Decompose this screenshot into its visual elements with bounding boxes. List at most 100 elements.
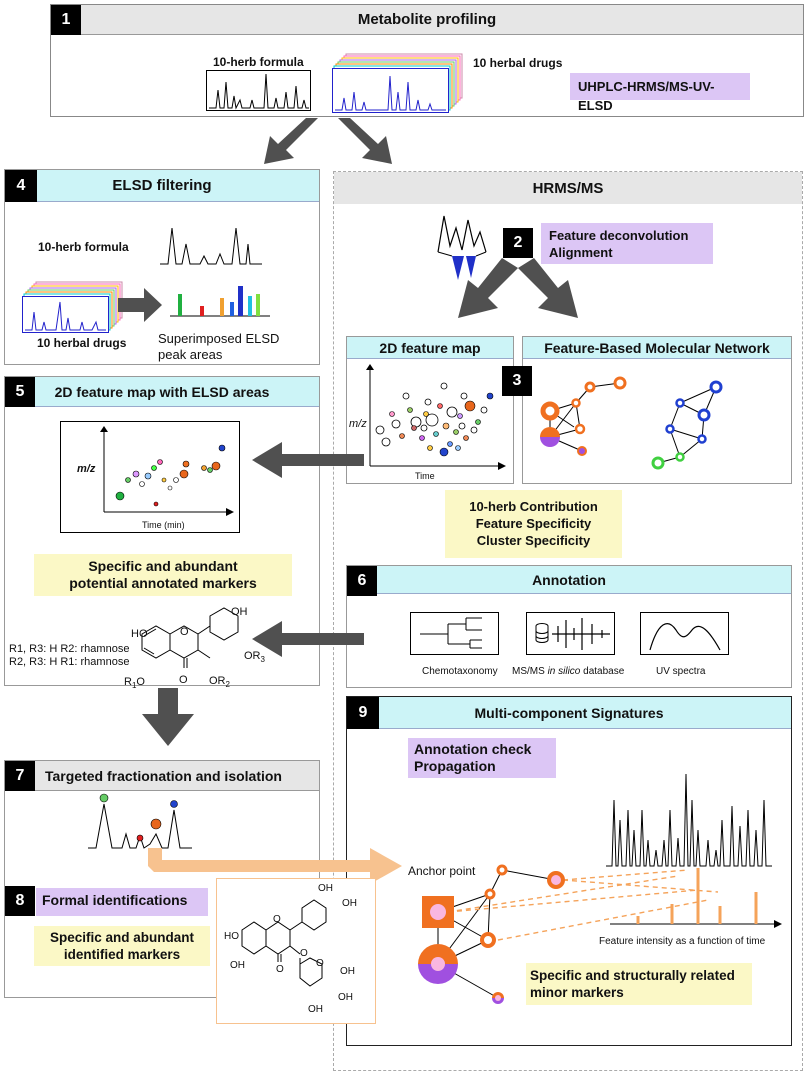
quercetin-oh-s3: OH bbox=[308, 1004, 323, 1015]
section-3-number: 3 bbox=[502, 366, 532, 396]
flavonoid-structure bbox=[141, 607, 239, 668]
msms-label-post: database bbox=[580, 666, 625, 677]
s5-plot-box bbox=[60, 421, 240, 533]
section-1-header: Metabolite profiling bbox=[51, 5, 803, 35]
structure-or2: OR2 bbox=[209, 675, 230, 689]
msms-label-pre: MS/MS bbox=[512, 666, 548, 677]
structure-or3: OR3 bbox=[244, 650, 265, 664]
msms-database-label: MS/MS in silico database bbox=[512, 666, 624, 677]
structure-r1o-o: O bbox=[136, 676, 145, 688]
fbmn-header: Feature-Based Molecular Network bbox=[523, 337, 791, 359]
s4-formula-label: 10-herb formula bbox=[38, 240, 129, 254]
s9-network bbox=[418, 864, 719, 1004]
section-6-number: 6 bbox=[347, 566, 377, 596]
contribution-line1: 10-herb Contribution bbox=[469, 499, 598, 514]
contribution-line3: Cluster Specificity bbox=[476, 533, 591, 548]
quercetin-oh-top2: OH bbox=[342, 898, 357, 909]
section-9-number: 9 bbox=[347, 697, 379, 729]
section-5-title: 2D feature map with ELSD areas bbox=[54, 383, 270, 400]
s9-anchor-label: Anchor point bbox=[408, 864, 476, 878]
hrms-title: HRMS/MS bbox=[532, 179, 604, 197]
section-9-title: Multi-component Signatures bbox=[474, 704, 664, 721]
quercetin-o-link: O bbox=[300, 948, 308, 959]
s9-intensity-label: Feature intensity as a function of time bbox=[599, 936, 766, 947]
contribution-box: 10-herb Contribution Feature Specificity… bbox=[445, 490, 622, 558]
hrms-region bbox=[333, 171, 803, 1071]
section-2-number: 2 bbox=[503, 228, 533, 258]
structure-or3-text: OR bbox=[244, 650, 261, 662]
chemotaxonomy-label: Chemotaxonomy bbox=[422, 666, 498, 677]
uv-spectra-icon bbox=[640, 612, 729, 655]
map2d-ylabel: m/z bbox=[349, 418, 367, 430]
quercetin-box bbox=[216, 878, 376, 1024]
section-9-header: Multi-component Signatures bbox=[347, 697, 791, 729]
arrow-1-to-4 bbox=[264, 118, 318, 164]
s9-intensity-plot bbox=[610, 868, 782, 928]
s9-check-line1: Annotation check bbox=[414, 741, 532, 757]
contribution-line2: Feature Specificity bbox=[475, 516, 592, 531]
s2-line1: Feature deconvolution bbox=[549, 228, 689, 243]
chemotaxonomy-icon bbox=[410, 612, 499, 655]
s4-elsd-bars bbox=[170, 286, 270, 317]
s9-marker-line2: minor markers bbox=[530, 985, 624, 1000]
section-8-number: 8 bbox=[5, 886, 35, 916]
s9-check-line2: Propagation bbox=[414, 758, 496, 774]
s5-marker-line2: potential annotated markers bbox=[69, 575, 257, 591]
structure-r1o-text: R bbox=[124, 676, 132, 688]
section-5-number: 5 bbox=[5, 377, 35, 407]
s9-marker-box: Specific and structurally related minor … bbox=[526, 963, 752, 1005]
fbmn-network bbox=[540, 376, 723, 470]
s9-marker-line1: Specific and structurally related bbox=[530, 968, 735, 983]
deconvolution-icon bbox=[437, 215, 487, 280]
section-7-number: 7 bbox=[5, 761, 35, 791]
s7-chromatogram bbox=[88, 793, 192, 849]
arrow-1-to-hrms bbox=[338, 118, 392, 164]
section-6-header: Annotation bbox=[347, 566, 791, 594]
structure-r1o-sub: 1 bbox=[131, 681, 137, 691]
map2d-title: 2D feature map bbox=[379, 339, 481, 356]
s9-check-box: Annotation check Propagation bbox=[408, 738, 556, 778]
msms-database-icon bbox=[526, 612, 615, 655]
structure-or2-text: OR bbox=[209, 675, 226, 687]
structure-r1o: R1O bbox=[124, 676, 145, 690]
msms-label-it: in silico bbox=[547, 666, 581, 677]
arrow-map-to-s5 bbox=[252, 442, 364, 478]
map2d-plot bbox=[366, 364, 506, 470]
s1-method-tag: UHPLC-HRMS/MS-UV-ELSD bbox=[570, 73, 750, 113]
structure-r-line1: R1, R3: H R2: rhamnose bbox=[9, 643, 130, 655]
structure-or2-sub: 2 bbox=[225, 680, 230, 690]
s4-peakareas-label: peak areas bbox=[158, 347, 223, 362]
s5-marker-line1: Specific and abundant bbox=[88, 558, 238, 574]
section-6-title: Annotation bbox=[532, 571, 606, 588]
section-7-header: Targeted fractionation and isolation bbox=[5, 761, 319, 791]
section-4-title: ELSD filtering bbox=[112, 177, 212, 194]
section-1-title: Metabolite profiling bbox=[357, 11, 497, 28]
quercetin-ho: HO bbox=[224, 931, 239, 942]
arrow-2-split bbox=[458, 258, 578, 318]
s9-chromatogram bbox=[606, 773, 772, 867]
quercetin-o-ring: O bbox=[273, 914, 281, 925]
structure-ring-o: O bbox=[180, 626, 189, 638]
arrow-annotation-to-structure bbox=[252, 621, 364, 657]
s1-drugs-label: 10 herbal drugs bbox=[473, 56, 563, 70]
s8-title: Formal identifications bbox=[42, 892, 188, 908]
s1-formula-chromatogram bbox=[206, 70, 311, 111]
s8-marker-box: Specific and abundant identified markers bbox=[34, 926, 210, 966]
section-7-title: Targeted fractionation and isolation bbox=[45, 767, 282, 784]
s4-formula-chromatogram bbox=[160, 227, 262, 265]
s5-xlabel: Time (min) bbox=[142, 520, 185, 530]
structure-ketone: O bbox=[179, 674, 188, 686]
orange-arrow bbox=[148, 848, 402, 884]
s5-ylabel: m/z bbox=[77, 463, 96, 475]
section-4-header: ELSD filtering bbox=[5, 170, 319, 202]
quercetin-structure bbox=[241, 899, 327, 987]
s5-marker-box: Specific and abundant potential annotate… bbox=[34, 554, 292, 596]
quercetin-oh-s1: OH bbox=[340, 966, 355, 977]
quercetin-o-ket: O bbox=[276, 964, 284, 975]
s5-plot bbox=[100, 426, 234, 516]
s8-title-box: Formal identifications bbox=[36, 888, 208, 916]
section-4-number: 4 bbox=[5, 170, 37, 202]
s4-drugs-chromatogram-stack bbox=[22, 281, 123, 333]
section-5-header: 2D feature map with ELSD areas bbox=[5, 377, 319, 407]
structure-or3-sub: 3 bbox=[260, 655, 265, 665]
